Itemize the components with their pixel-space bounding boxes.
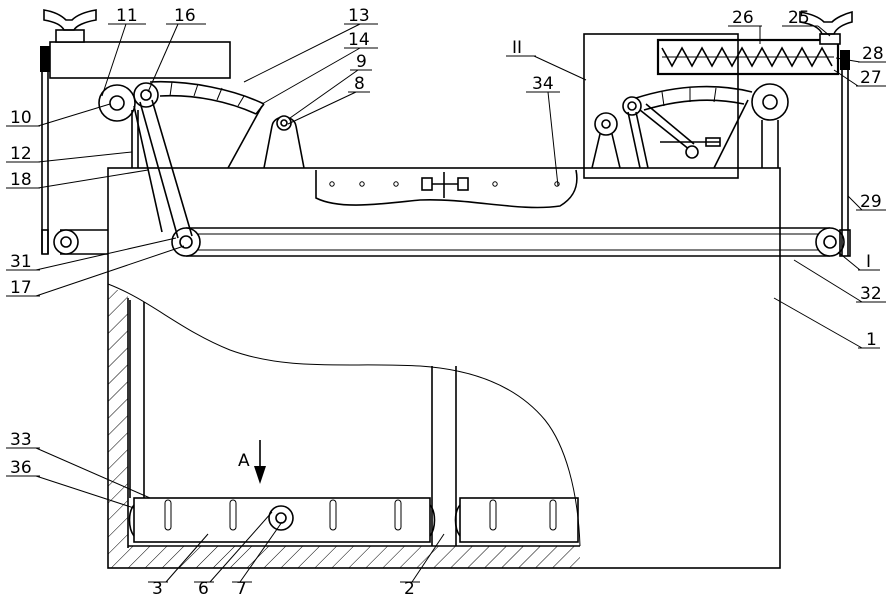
label-10: 10 bbox=[10, 108, 32, 128]
top-drawer bbox=[315, 169, 578, 209]
tray-slots bbox=[164, 499, 557, 531]
label-detail-one: I bbox=[866, 252, 871, 272]
label-underlines bbox=[6, 23, 886, 583]
label-8: 8 bbox=[354, 74, 365, 94]
label-31: 31 bbox=[10, 252, 32, 272]
label-28: 28 bbox=[862, 44, 884, 64]
label-34: 34 bbox=[532, 74, 554, 94]
label-33: 33 bbox=[10, 430, 32, 450]
bottom-tray bbox=[128, 497, 579, 543]
support-bracket-left bbox=[263, 115, 305, 169]
label-36: 36 bbox=[10, 458, 32, 478]
label-32: 32 bbox=[860, 284, 882, 304]
right-pulley bbox=[751, 83, 789, 168]
reference-labels: 11 16 13 14 9 8 10 12 18 31 17 II 34 26 … bbox=[10, 6, 884, 599]
inner-post-left bbox=[129, 300, 145, 498]
right-mechanism bbox=[591, 85, 753, 169]
label-18: 18 bbox=[10, 170, 32, 190]
label-7: 7 bbox=[236, 579, 247, 599]
arc-guide bbox=[149, 80, 265, 169]
tray-wheel bbox=[268, 505, 294, 531]
label-25: 25 bbox=[788, 8, 810, 28]
leader-lines bbox=[35, 23, 863, 583]
label-2: 2 bbox=[404, 579, 415, 599]
inner-post-middle bbox=[431, 366, 457, 546]
label-section-a: A bbox=[238, 451, 250, 471]
left-vertical-rod bbox=[40, 46, 50, 254]
section-arrow bbox=[254, 440, 266, 484]
swing-arm bbox=[131, 99, 193, 239]
label-1: 1 bbox=[866, 330, 877, 350]
cutaway-break-line bbox=[107, 283, 581, 547]
label-6: 6 bbox=[198, 579, 209, 599]
screw-rod bbox=[656, 10, 853, 76]
conveyor-belt bbox=[171, 227, 845, 257]
label-13: 13 bbox=[348, 6, 370, 26]
label-17: 17 bbox=[10, 278, 32, 298]
label-29: 29 bbox=[860, 192, 882, 212]
label-14: 14 bbox=[348, 30, 370, 50]
label-3: 3 bbox=[152, 579, 163, 599]
label-9: 9 bbox=[356, 52, 367, 72]
housing-frame bbox=[107, 167, 781, 569]
label-26: 26 bbox=[732, 8, 754, 28]
label-11: 11 bbox=[116, 6, 138, 26]
label-27: 27 bbox=[860, 68, 882, 88]
label-detail-two: II bbox=[512, 38, 522, 58]
detail-box-two bbox=[583, 33, 739, 179]
left-top-block bbox=[43, 9, 231, 79]
label-12: 12 bbox=[10, 144, 32, 164]
right-vertical-rod bbox=[839, 50, 851, 257]
left-side-belt bbox=[41, 229, 108, 255]
label-16: 16 bbox=[174, 6, 196, 26]
